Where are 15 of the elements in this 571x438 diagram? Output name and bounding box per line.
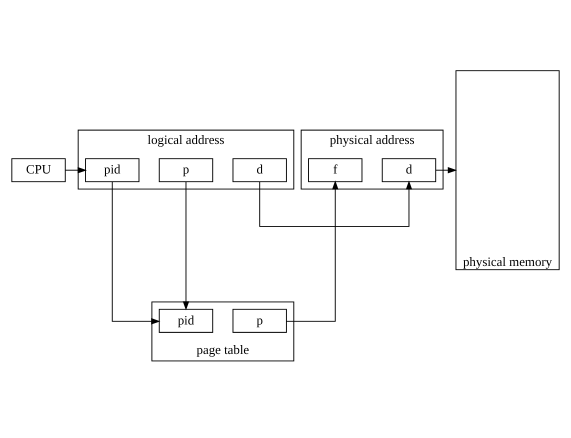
- node-box: physical memory: [456, 70, 560, 270]
- node-box: pid: [85, 158, 140, 182]
- arrow: [286, 180, 338, 322]
- node-box: d: [232, 158, 287, 182]
- node-box: f: [308, 158, 362, 182]
- arrow: [182, 180, 190, 310]
- node-box: p: [232, 308, 287, 332]
- arrow: [65, 166, 87, 173]
- node-box: p: [158, 158, 214, 182]
- node-box: d: [382, 158, 436, 182]
- arrow: [112, 180, 160, 324]
- node-box: CPU: [11, 158, 66, 182]
- node-box: pid: [158, 308, 214, 332]
- arrow: [435, 166, 458, 173]
- arrow: [259, 180, 412, 226]
